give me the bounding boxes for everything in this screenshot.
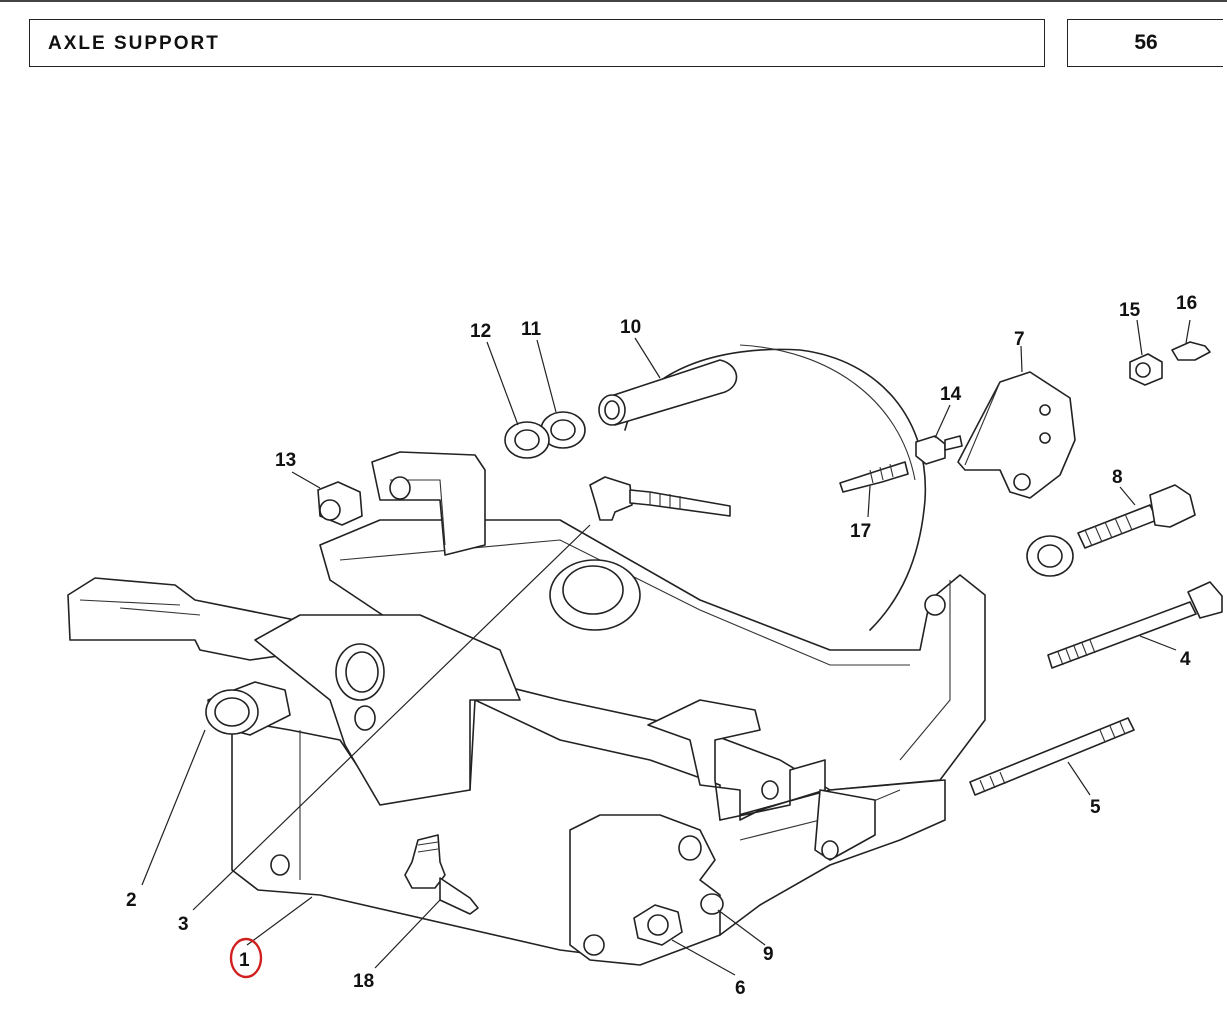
stud-part-5[interactable] — [969, 717, 1135, 796]
callout-3[interactable]: 3 — [178, 914, 189, 935]
callout-10[interactable]: 10 — [620, 317, 641, 338]
callout-16[interactable]: 16 — [1176, 293, 1197, 314]
bracket-part-7[interactable] — [957, 371, 1076, 499]
fitting-part-18[interactable] — [404, 834, 479, 915]
washer-part-9[interactable] — [700, 893, 724, 915]
nut-part-13[interactable] — [317, 481, 363, 526]
washer-near-bolt-8[interactable] — [1026, 535, 1074, 577]
callout-12[interactable]: 12 — [470, 321, 491, 342]
callout-13[interactable]: 13 — [275, 450, 296, 471]
page-number: 56 — [1134, 31, 1158, 54]
axle-support-housing[interactable] — [67, 344, 986, 966]
washer-part-12[interactable] — [504, 421, 550, 459]
bolt-part-8[interactable] — [1077, 484, 1196, 549]
callout-14[interactable]: 14 — [940, 384, 962, 405]
callout-11[interactable]: 11 — [521, 319, 542, 340]
callout-17[interactable]: 17 — [850, 521, 871, 542]
highlight-ring-part-1 — [229, 937, 263, 979]
pin-part-10[interactable] — [598, 359, 738, 426]
leader-lines — [141, 319, 1191, 976]
nut-part-15[interactable] — [1129, 353, 1163, 386]
callout-5[interactable]: 5 — [1090, 797, 1101, 818]
bushing-part-3[interactable] — [205, 681, 291, 736]
callout-7[interactable]: 7 — [1014, 329, 1025, 350]
connector-part-14[interactable] — [915, 435, 963, 465]
callout-9[interactable]: 9 — [763, 944, 774, 965]
callout-1[interactable]: 1 — [239, 950, 250, 971]
callout-15[interactable]: 15 — [1119, 300, 1141, 321]
callout-18[interactable]: 18 — [353, 971, 374, 992]
nut-part-6[interactable] — [633, 904, 683, 946]
washer-part-11[interactable] — [540, 411, 586, 449]
callout-6[interactable]: 6 — [735, 978, 746, 999]
elbow-fitting[interactable] — [589, 476, 731, 521]
bolt-part-4[interactable] — [1047, 581, 1223, 669]
page-title: AXLE SUPPORT — [48, 33, 220, 54]
title-box: AXLE SUPPORT — [29, 19, 1045, 67]
screw-part-16[interactable] — [1171, 341, 1211, 361]
fitting-part-17[interactable] — [839, 461, 909, 493]
callout-8[interactable]: 8 — [1112, 467, 1123, 488]
callout-4[interactable]: 4 — [1180, 649, 1191, 670]
page-number-box: 56 — [1067, 19, 1223, 67]
top-rule — [0, 0, 1227, 2]
callout-2[interactable]: 2 — [126, 890, 137, 911]
